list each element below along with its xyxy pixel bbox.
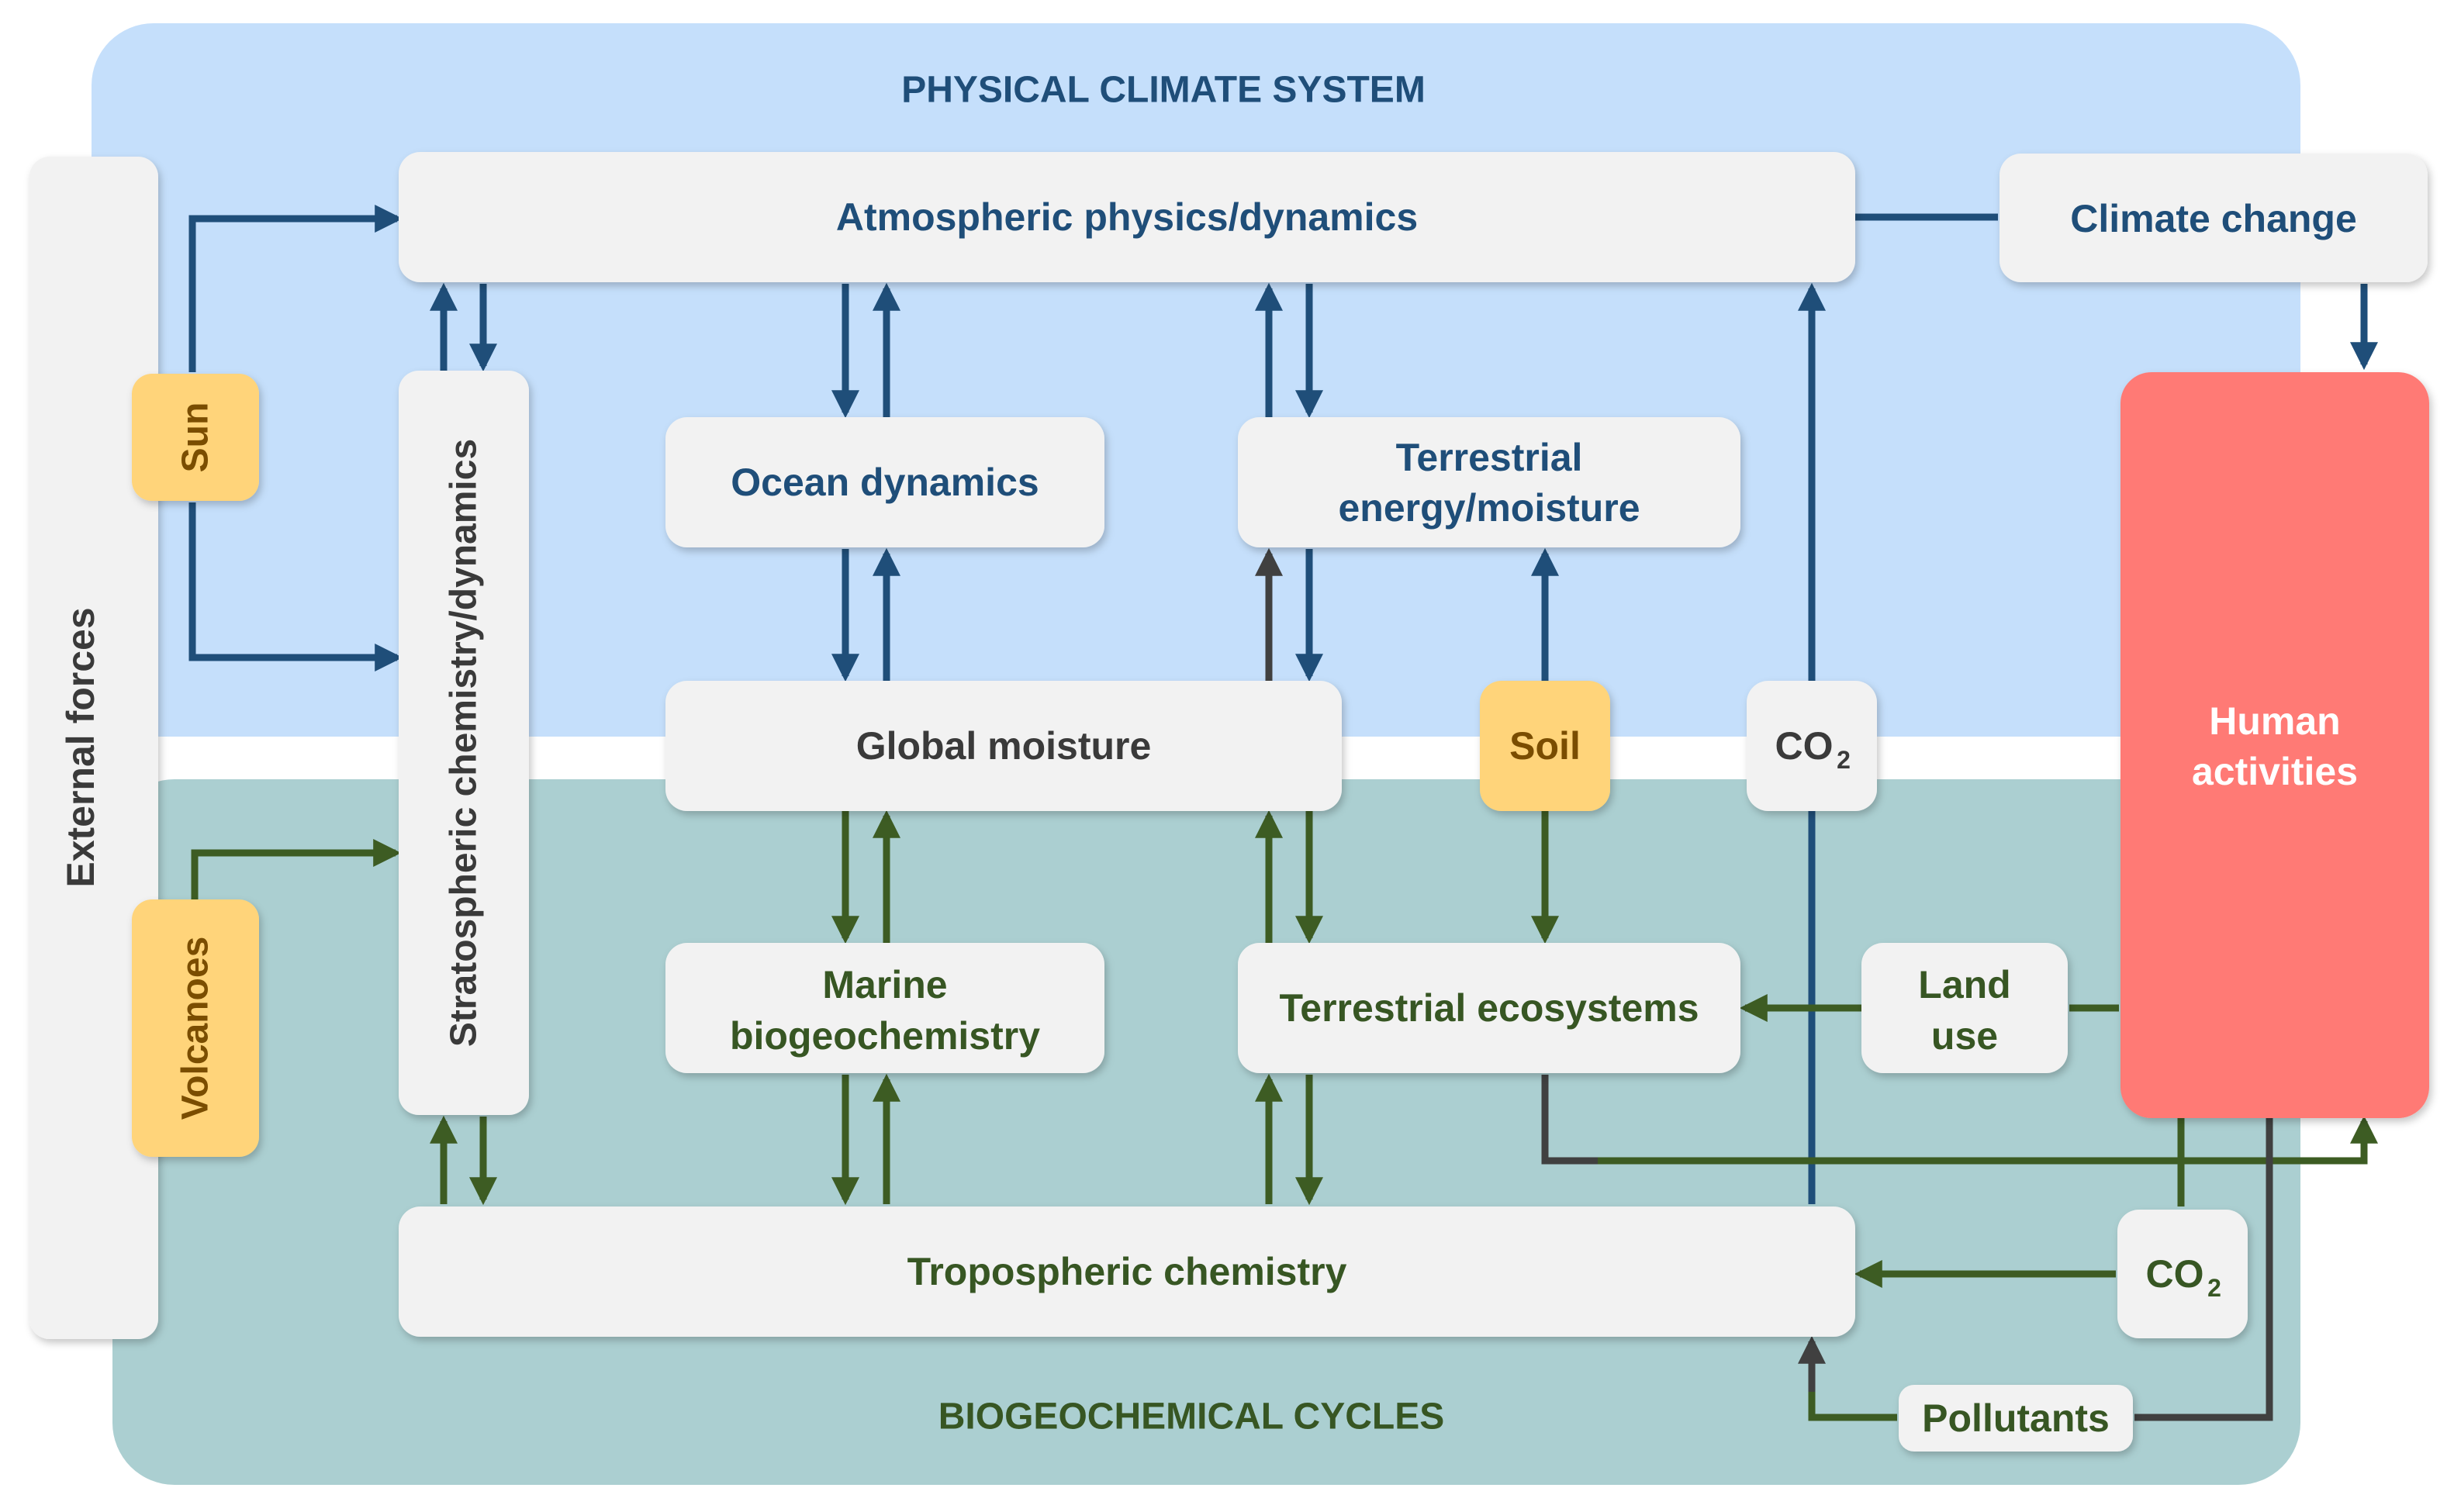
soil-label: Soil bbox=[1509, 724, 1581, 768]
biogeochemical-title: BIOGEOCHEMICAL CYCLES bbox=[938, 1396, 1445, 1438]
line-pollutants-left bbox=[1808, 1388, 1897, 1421]
external-forces-box bbox=[29, 157, 158, 1339]
physical-climate-title: PHYSICAL CLIMATE SYSTEM bbox=[901, 70, 1426, 111]
volcanoes-label: Volcanoes bbox=[175, 937, 216, 1120]
marine-label-line2: biogeochemistry bbox=[730, 1014, 1040, 1058]
atmospheric-label: Atmospheric physics/dynamics bbox=[836, 195, 1418, 239]
terrestrial-ecosystems-box bbox=[1238, 943, 1740, 1073]
human-activities-box bbox=[2120, 372, 2429, 1118]
terrestrial-energy-box bbox=[1238, 417, 1740, 547]
stratospheric-label: Stratospheric chemistry/dynamics bbox=[444, 439, 485, 1047]
co2-bottom-label: CO bbox=[2146, 1252, 2204, 1296]
stratospheric-box bbox=[399, 371, 529, 1115]
volcanoes-box bbox=[132, 899, 259, 1157]
human-activities-label-line2: activities bbox=[2192, 750, 2358, 793]
co2-bottom-box bbox=[2117, 1210, 2248, 1338]
co2-bottom-subscript: 2 bbox=[2207, 1274, 2221, 1302]
marine-box bbox=[665, 943, 1104, 1073]
sun-box bbox=[132, 374, 259, 501]
climate-change-label: Climate change bbox=[2070, 197, 2357, 240]
soil-box bbox=[1480, 681, 1610, 811]
tropospheric-label: Tropospheric chemistry bbox=[907, 1250, 1347, 1293]
external-forces-label: External forces bbox=[59, 607, 102, 887]
arrow-sun-to-atmosphere bbox=[188, 205, 403, 372]
climate-change-box bbox=[1999, 154, 2428, 282]
sun-label: Sun bbox=[175, 402, 216, 473]
terrestrial-energy-label-line1: Terrestrial bbox=[1396, 436, 1583, 479]
atmospheric-box bbox=[399, 152, 1855, 282]
pollutants-label: Pollutants bbox=[1922, 1396, 2110, 1440]
arrow-volcanoes-to-stratosphere bbox=[191, 839, 402, 899]
line-human-to-pollutants bbox=[2134, 1117, 2273, 1421]
ocean-dynamics-box bbox=[665, 417, 1104, 547]
terrestrial-ecosystems-label: Terrestrial ecosystems bbox=[1279, 986, 1699, 1030]
co2-top-subscript: 2 bbox=[1837, 746, 1851, 774]
ocean-dynamics-label: Ocean dynamics bbox=[731, 461, 1039, 504]
terrestrial-energy-label-line2: energy/moisture bbox=[1338, 486, 1640, 530]
land-use-label-line1: Land bbox=[1918, 963, 2010, 1006]
tropospheric-box bbox=[399, 1206, 1855, 1337]
pollutants-box bbox=[1899, 1385, 2133, 1452]
co2-top-label: CO bbox=[1775, 724, 1834, 768]
land-use-label-line2: use bbox=[1931, 1014, 1998, 1058]
human-activities-label-line1: Human bbox=[2209, 699, 2340, 743]
arrow-ecosys-to-human bbox=[1598, 1115, 2378, 1165]
land-use-box bbox=[1861, 943, 2068, 1073]
marine-label-line1: Marine bbox=[822, 963, 947, 1006]
co2-top-box bbox=[1747, 681, 1877, 811]
global-moisture-label: Global moisture bbox=[856, 724, 1152, 768]
arrow-sun-to-stratosphere bbox=[188, 502, 403, 671]
global-moisture-box bbox=[665, 681, 1342, 811]
line-ecosys-down bbox=[1541, 1075, 1605, 1165]
